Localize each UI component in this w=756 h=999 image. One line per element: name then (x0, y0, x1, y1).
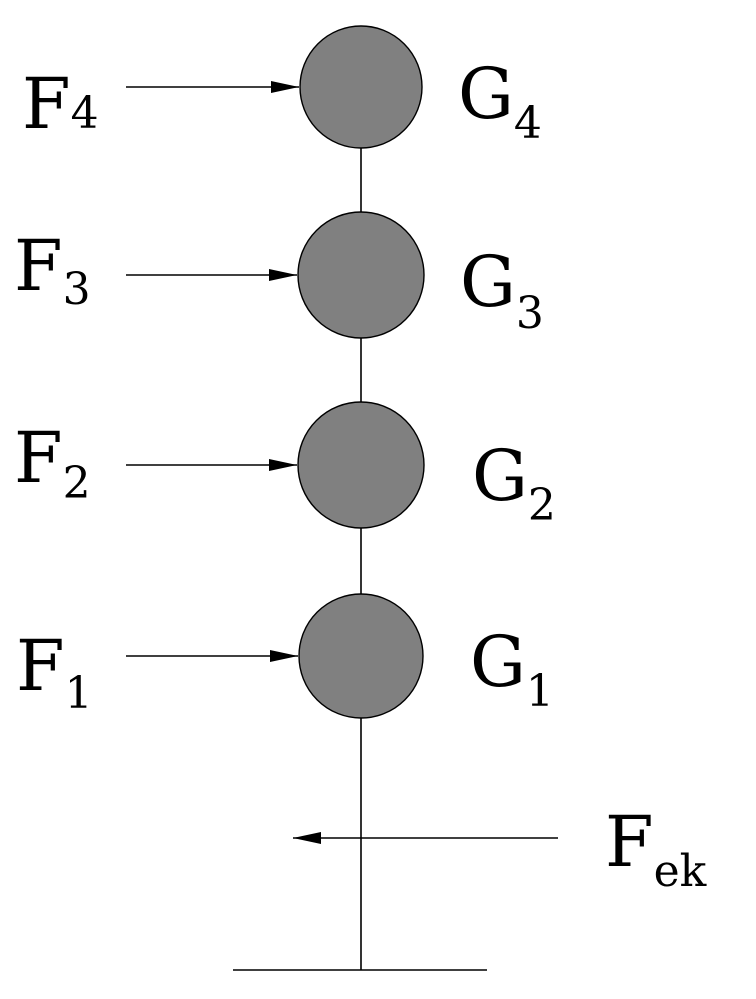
force-label-f2: F2 (14, 417, 91, 509)
mass-g4 (299, 25, 423, 149)
base-force-label: Fek (605, 801, 707, 897)
mass-g2 (297, 401, 425, 529)
mass-label-g1: G1 (470, 621, 554, 717)
mass-g1 (298, 593, 424, 719)
force-label-f1: F1 (16, 625, 93, 719)
force-label-f3: F3 (14, 225, 91, 315)
mass-label-g4: G4 (458, 53, 542, 149)
mass-g3 (297, 211, 425, 339)
mass-label-g2: G2 (472, 435, 556, 531)
force-label-f4: F4 (22, 63, 99, 145)
mass-label-g3: G3 (460, 241, 544, 339)
